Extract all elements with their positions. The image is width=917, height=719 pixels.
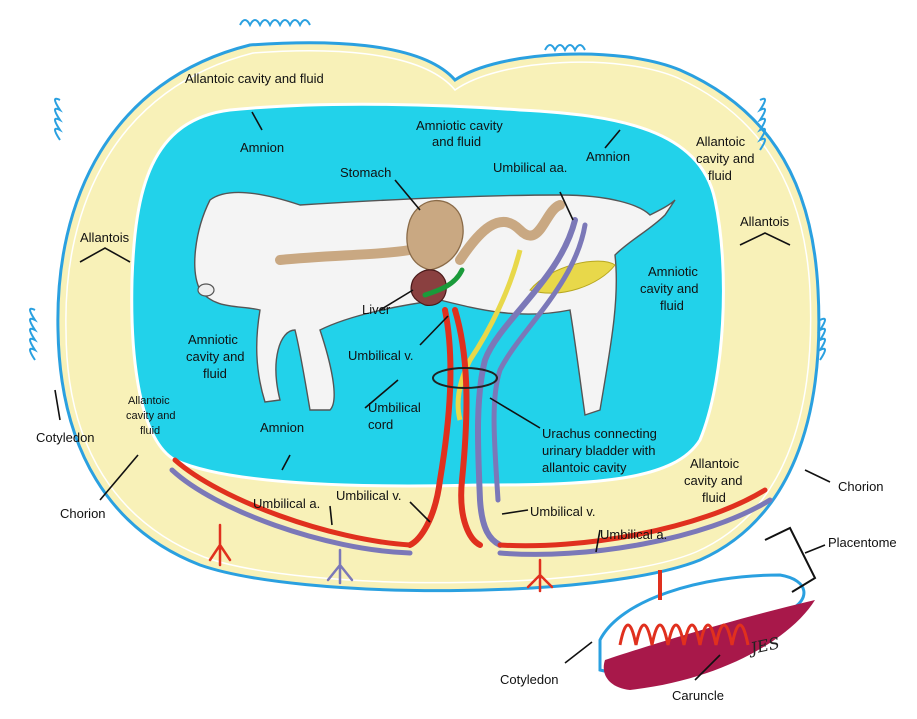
- label-amnion-bottom: Amnion: [260, 420, 304, 435]
- label-allantoic-cavity-bottom-right-1: Allantoic: [690, 456, 740, 471]
- label-placentome: Placentome: [828, 535, 897, 550]
- label-allantois-right: Allantois: [740, 214, 790, 229]
- cotyledon-tufts: [208, 523, 554, 593]
- annotation-arrows: [54, 111, 831, 681]
- label-allantoic-cavity-right-3: fluid: [708, 168, 732, 183]
- label-allantoic-cavity-left-small-1: Allantoic: [128, 395, 170, 407]
- label-amniotic-cavity-right-1: Amniotic: [648, 264, 698, 279]
- label-umbilical-v-bottom-right: Umbilical v.: [530, 504, 596, 519]
- label-amniotic-cavity-right-3: fluid: [660, 298, 684, 313]
- placentome-bracket: [764, 526, 817, 593]
- label-amnion-top-left: Amnion: [240, 140, 284, 155]
- label-umbilical-aa: Umbilical aa.: [493, 160, 567, 175]
- label-allantoic-cavity-left-small-3: fluid: [140, 425, 160, 437]
- label-allantoic-cavity-bottom-right-3: fluid: [702, 490, 726, 505]
- label-urachus-1: Urachus connecting: [542, 426, 657, 441]
- placentome-pointer: [804, 544, 826, 554]
- label-urachus-3: allantoic cavity: [542, 460, 627, 475]
- label-allantoic-cavity-bottom-right-2: cavity and: [684, 473, 743, 488]
- placentome: [598, 570, 815, 690]
- label-allantoic-cavity-left-small-2: cavity and: [126, 410, 176, 422]
- label-amniotic-cavity-top-1: Amniotic cavity: [416, 118, 503, 133]
- label-umbilical-a-right: Umbilical a.: [600, 527, 667, 542]
- cotyledon-villi: [29, 19, 826, 361]
- caruncle: [603, 600, 815, 690]
- chorionic-vessels: [169, 457, 773, 557]
- label-umbilical-v-bottom-left: Umbilical v.: [336, 488, 402, 503]
- liver: [410, 267, 465, 307]
- label-allantoic-cavity-right-2: cavity and: [696, 151, 755, 166]
- label-liver: Liver: [362, 302, 391, 317]
- label-umbilical-cord-1: Umbilical: [368, 400, 421, 415]
- label-stomach: Stomach: [340, 165, 391, 180]
- label-cotyledon-left: Cotyledon: [36, 430, 95, 445]
- label-amnion-top-right: Amnion: [586, 149, 630, 164]
- label-amniotic-cavity-left-2: cavity and: [186, 349, 245, 364]
- label-urachus-2: urinary bladder with: [542, 443, 655, 458]
- label-allantoic-cavity-right-1: Allantoic: [696, 134, 746, 149]
- umbilical-cord-vessels: [407, 217, 588, 548]
- label-cotyledon-bottom: Cotyledon: [500, 672, 559, 687]
- label-amniotic-cavity-top-2: and fluid: [432, 134, 481, 149]
- label-chorion-right: Chorion: [838, 479, 884, 494]
- label-allantoic-cavity-top-left: Allantoic cavity and fluid: [185, 71, 324, 86]
- stomach-gut: [275, 199, 565, 271]
- label-amniotic-cavity-right-2: cavity and: [640, 281, 699, 296]
- label-umbilical-a-left: Umbilical a.: [253, 496, 320, 511]
- label-allantois-left: Allantois: [80, 230, 130, 245]
- label-amniotic-cavity-left-3: fluid: [203, 366, 227, 381]
- label-umbilical-cord-2: cord: [368, 417, 393, 432]
- label-caruncle: Caruncle: [672, 688, 724, 703]
- label-umbilical-v-center: Umbilical v.: [348, 348, 414, 363]
- label-chorion-left: Chorion: [60, 506, 106, 521]
- chorion-inner-line: [65, 50, 812, 584]
- urachus: [455, 249, 523, 421]
- label-amniotic-cavity-left-1: Amniotic: [188, 332, 238, 347]
